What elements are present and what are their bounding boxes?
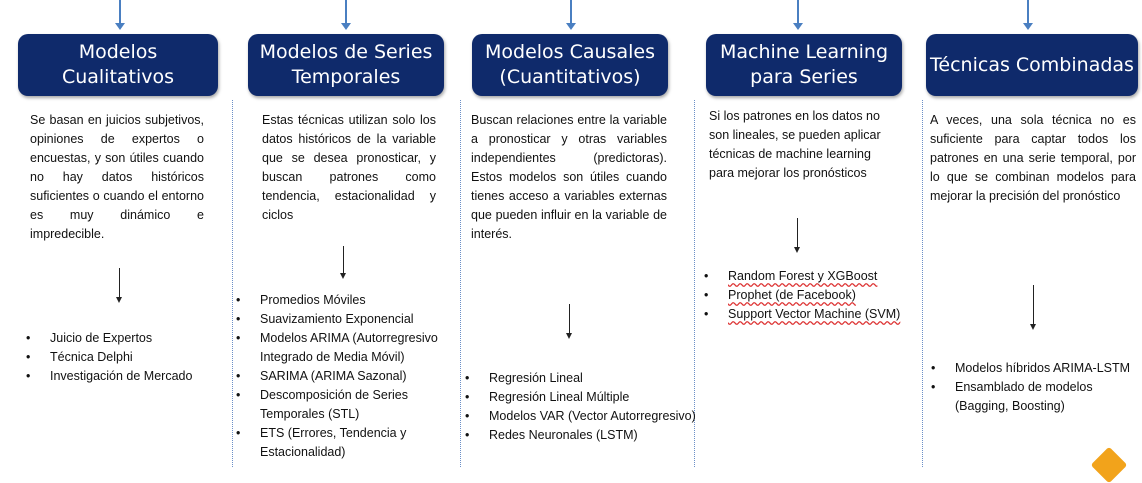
list-item: Promedios Móviles [234, 291, 456, 310]
header-tecnicas-combinadas: Técnicas Combinadas [926, 34, 1138, 96]
list-item: Técnica Delphi [24, 348, 224, 367]
top-arrow-4 [793, 0, 803, 30]
header-machine-learning: Machine Learning para Series [706, 34, 902, 96]
list-item: Juicio de Expertos [24, 329, 224, 348]
list-machine-learning: Random Forest y XGBoost Prophet (de Face… [702, 267, 922, 324]
header-title-line2: (Cuantitativos) [499, 66, 641, 88]
header-modelos-cualitativos: Modelos Cualitativos [18, 34, 218, 96]
down-arrow-2 [340, 246, 346, 279]
header-title-line1: Machine Learning [719, 41, 889, 63]
down-arrow-4 [794, 218, 800, 253]
list-item: Redes Neuronales (LSTM) [463, 426, 743, 445]
top-arrow-1 [115, 0, 125, 30]
header-title-line1: Modelos de Series [259, 41, 433, 63]
description-cualitativos: Se basan en juicios subjetivos, opinione… [30, 113, 204, 241]
list-item: Modelos VAR (Vector Autorregresivo) [463, 407, 743, 426]
header-title-line2: para Series [750, 66, 858, 88]
list-series-temporales: Promedios Móviles Suavizamiento Exponenc… [234, 291, 456, 462]
top-arrow-2 [341, 0, 351, 30]
list-item: SARIMA (ARIMA Sazonal) [234, 367, 456, 386]
column-separator [460, 100, 461, 467]
list-item: Regresión Lineal [463, 369, 743, 388]
header-modelos-causales: Modelos Causales (Cuantitativos) [472, 34, 668, 96]
header-series-temporales: Modelos de Series Temporales [248, 34, 444, 96]
down-arrow-5 [1030, 285, 1036, 330]
list-item: Descomposición de Series Temporales (STL… [234, 386, 456, 424]
logo-icon [1090, 446, 1128, 483]
list-item: Suavizamiento Exponencial [234, 310, 456, 329]
list-item: Support Vector Machine (SVM) [702, 305, 922, 324]
list-cualitativos: Juicio de Expertos Técnica Delphi Invest… [24, 329, 224, 386]
list-item: Random Forest y XGBoost [702, 267, 922, 286]
column-separator [694, 100, 695, 467]
column-separator [232, 100, 233, 467]
header-title-line2: Cualitativos [61, 66, 175, 88]
top-arrow-5 [1023, 0, 1033, 30]
list-item-text: Prophet (de Facebook) [728, 288, 856, 302]
list-item: Modelos híbridos ARIMA-LSTM [929, 359, 1141, 378]
header-title-line1: Técnicas Combinadas [930, 53, 1134, 76]
header-title-line1: Modelos Causales [485, 41, 655, 63]
list-item: Regresión Lineal Múltiple [463, 388, 743, 407]
list-combinadas: Modelos híbridos ARIMA-LSTM Ensamblado d… [929, 359, 1141, 416]
list-item-text: Random Forest y XGBoost [728, 269, 878, 283]
description-causales: Buscan relaciones entre la variable a pr… [471, 113, 667, 241]
list-item: Ensamblado de modelos (Bagging, Boosting… [929, 378, 1141, 416]
header-title-line1: Modelos [78, 41, 158, 63]
top-arrow-3 [566, 0, 576, 30]
list-item: Modelos ARIMA (Autorregresivo Integrado … [234, 329, 456, 367]
list-item: ETS (Errores, Tendencia y Estacionalidad… [234, 424, 456, 462]
description-series-temporales: Estas técnicas utilizan solo los datos h… [262, 113, 436, 222]
description-combinadas: A veces, una sola técnica no es suficien… [930, 113, 1136, 203]
description-machine-learning: Si los patrones en los datos no son line… [709, 109, 881, 180]
down-arrow-3 [566, 304, 572, 339]
list-item: Investigación de Mercado [24, 367, 224, 386]
list-causales: Regresión Lineal Regresión Lineal Múltip… [463, 369, 743, 445]
list-item: Prophet (de Facebook) [702, 286, 922, 305]
header-title-line2: Temporales [291, 66, 401, 88]
down-arrow-1 [116, 268, 122, 303]
list-item-text: Support Vector Machine (SVM) [728, 307, 901, 321]
column-separator [922, 100, 923, 467]
